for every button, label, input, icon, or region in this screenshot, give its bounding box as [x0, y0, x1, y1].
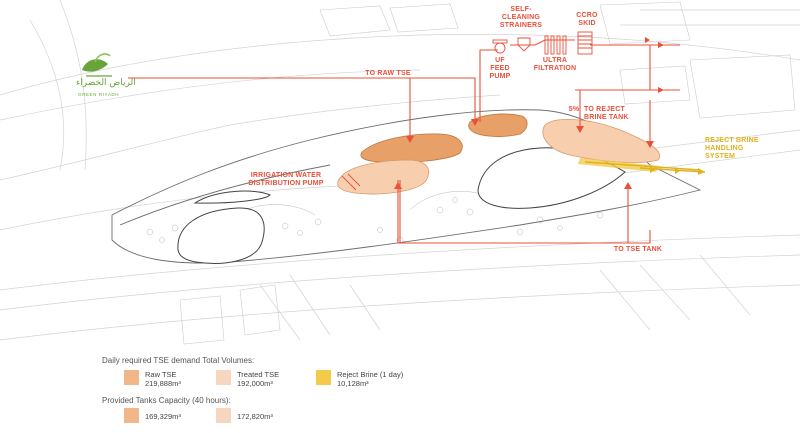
label-self-cleaning-strainers: SELF- CLEANING STRAINERS: [499, 6, 543, 29]
landscape-texture: [146, 191, 604, 244]
self-cleaning-strainer-icon: [517, 37, 531, 52]
label-to-raw-tse: TO RAW TSE: [365, 70, 411, 77]
legend-raw-capacity-swatch: [124, 408, 139, 423]
logo-english-text: GREEN RIYADH: [78, 92, 120, 97]
legend-treated-volume: 192,000m³: [237, 379, 273, 388]
label-ultra-filtration: ULTRA FILTRATION: [533, 57, 577, 72]
uf-feed-pump-icon: [492, 39, 508, 54]
legend-treated-swatch: [216, 370, 231, 385]
legend-capacity-title: Provided Tanks Capacity (40 hours):: [102, 396, 231, 405]
label-irrigation-pump: IRRIGATION WATER DISTRIBUTION PUMP: [248, 172, 324, 187]
raw-tse-tank-2: [468, 113, 528, 137]
treated-tse-tank-1: [337, 159, 430, 195]
ultra-filtration-icon: [544, 35, 567, 55]
legend-raw-volume: 219,888m³: [145, 379, 181, 388]
green-riyadh-logo-mark: [82, 53, 112, 77]
brine-arrow-heads: [650, 166, 705, 175]
legend-treated-name: Treated TSE: [237, 370, 280, 379]
ccro-skid-icon: [577, 31, 593, 55]
legend-raw-capacity: 169,329m³: [145, 412, 181, 421]
legend-reject-name: Reject Brine (1 day): [337, 370, 404, 379]
flow-arrow-heads: [394, 37, 664, 189]
legend-raw-swatch: [124, 370, 139, 385]
treated-tse-tank-2: [542, 119, 661, 163]
label-to-reject-brine-tank: TO REJECT BRINE TANK: [584, 106, 629, 121]
irrigation-pump-icon: [341, 173, 361, 191]
label-ccro-skid: CCRO SKID: [576, 12, 598, 27]
legend-treated-capacity-swatch: [216, 408, 231, 423]
label-to-tse-tank: TO TSE TANK: [613, 246, 663, 253]
label-five-percent: 5%: [568, 106, 580, 113]
label-uf-feed-pump: UF FEED PUMP: [489, 57, 511, 80]
logo-arabic-text: الرياض الخضراء: [76, 78, 136, 88]
site-boundary: [111, 109, 702, 264]
label-reject-brine-handling: REJECT BRINE HANDLING SYSTEM: [705, 137, 759, 160]
legend-treated-capacity: 172,820m³: [237, 412, 273, 421]
legend-reject-volume: 10,128m³: [337, 379, 369, 388]
legend-reject-swatch: [316, 370, 331, 385]
legend-demand-title: Daily required TSE demand Total Volumes:: [102, 356, 255, 365]
site-context-linework: [0, 0, 800, 341]
legend-raw-name: Raw TSE: [145, 370, 177, 379]
building-outlines: [179, 1, 796, 345]
